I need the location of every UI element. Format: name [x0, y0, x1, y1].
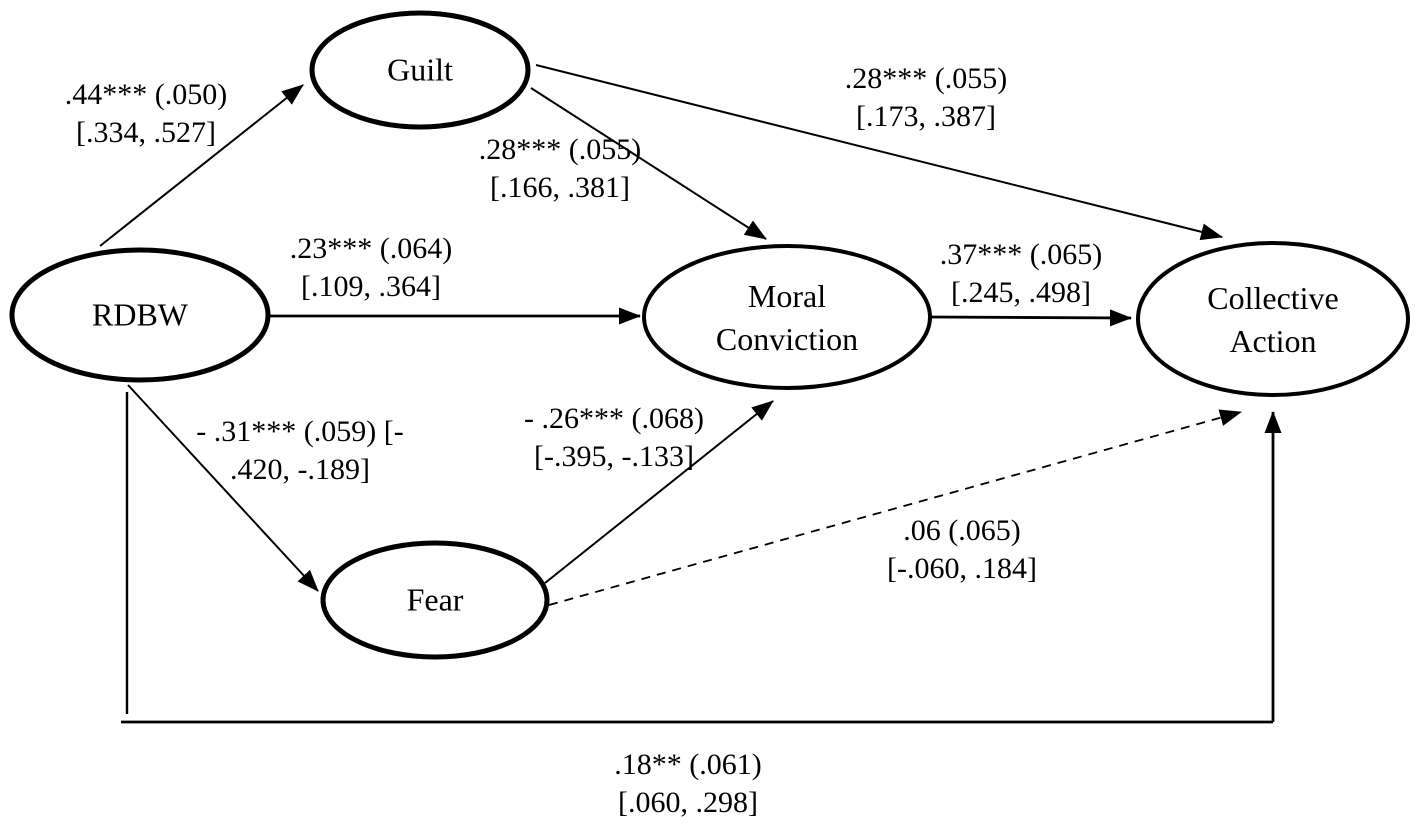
node-label-text: Action: [1229, 323, 1317, 359]
ci-line: [.173, .387]: [856, 100, 996, 133]
estimate-line: .28*** (.055): [478, 133, 642, 166]
ci-line: [.334, .527]: [76, 116, 216, 149]
estimate-line: .18** (.061): [614, 748, 762, 781]
ci-line: [-.060, .184]: [887, 552, 1037, 585]
edge-label-fear-moral-conviction: - .26*** (.068) [-.395, -.133]: [484, 400, 744, 476]
edge-label-moral-conviction-collective-action: .37*** (.065) [.245, .498]: [891, 236, 1151, 312]
node-ellipse-collective-action: [1136, 241, 1410, 397]
edge-label-rdbw-collective-action: .18** (.061) [.060, .298]: [558, 746, 818, 822]
edge-label-rdbw-fear: - .31*** (.059) [- .420, -.189]: [160, 413, 440, 489]
node-label-text: Fear: [406, 581, 464, 618]
edge-arrow-guilt-collective-action: [535, 64, 1223, 241]
node-label-text: Guilt: [387, 51, 453, 88]
estimate-line: .06 (.065): [903, 514, 1021, 547]
node-label-fear: Fear: [407, 579, 464, 622]
edge-arrow-rdbw-guilt: [99, 84, 304, 247]
estimate-line: .37*** (.065): [939, 238, 1103, 271]
edge-arrow-fear-moral-conviction: [544, 400, 774, 584]
node-ellipse-moral-conviction: [642, 244, 932, 390]
edge-arrow-guilt-moral-conviction: [530, 87, 767, 240]
edge-label-fear-collective-action: .06 (.065) [-.060, .184]: [832, 512, 1092, 588]
node-label-text: Collective: [1207, 280, 1339, 316]
edge-label-guilt-moral-conviction: .28*** (.055) [.166, .381]: [430, 131, 690, 207]
edge-arrow-fear-collective-action-dashed: [548, 409, 1242, 606]
node-label-text: Conviction: [715, 321, 859, 357]
edge-arrow-moral-conviction-collective-action: [929, 309, 1132, 327]
estimate-line: .23*** (.064): [289, 232, 453, 265]
estimate-line: .44*** (.050): [64, 78, 228, 111]
node-ellipse-rdbw: [9, 247, 271, 383]
ci-line: [.060, .298]: [618, 786, 758, 819]
ci-line: [-.395, -.133]: [534, 440, 694, 473]
ci-line: [.166, .381]: [490, 171, 630, 204]
node-label-collective-action: Collective Action: [1207, 277, 1339, 363]
node-label-text: Moral: [747, 278, 827, 314]
estimate-line: .28*** (.055): [844, 62, 1008, 95]
ci-line: [.245, .498]: [951, 276, 1091, 309]
ci-line: .420, -.189]: [230, 453, 370, 486]
edge-label-rdbw-moral-conviction: .23*** (.064) [.109, .364]: [241, 230, 501, 306]
node-label-guilt: Guilt: [387, 49, 453, 92]
node-ellipse-fear: [320, 540, 550, 660]
node-label-moral-conviction: Moral Conviction: [716, 275, 858, 361]
estimate-line: - .26*** (.068): [524, 402, 704, 435]
edge-arrow-rdbw-fear: [127, 384, 319, 592]
estimate-line: - .31*** (.059) [-: [196, 415, 404, 448]
node-label-text: RDBW: [92, 296, 188, 333]
ci-line: [.109, .364]: [301, 270, 441, 303]
node-label-rdbw: RDBW: [92, 294, 188, 337]
edge-label-guilt-collective-action: .28*** (.055) [.173, .387]: [796, 60, 1056, 136]
edge-label-rdbw-guilt: .44*** (.050) [.334, .527]: [16, 76, 276, 152]
node-ellipse-guilt: [309, 10, 531, 130]
